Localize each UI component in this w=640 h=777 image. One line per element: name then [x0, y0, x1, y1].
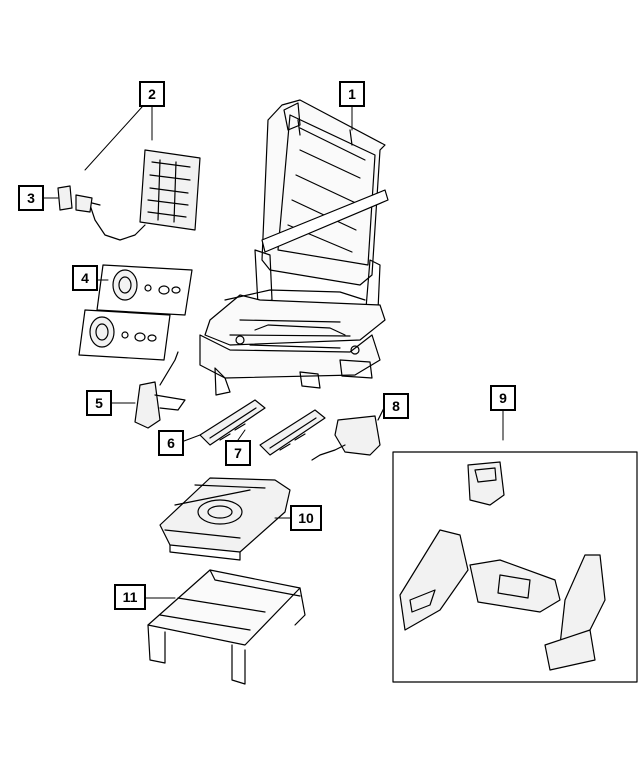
callout-8: 8 [383, 393, 409, 419]
heater-mat-part [89, 149, 201, 241]
callout-3: 3 [18, 185, 44, 211]
callout-2: 2 [139, 81, 165, 107]
lever-cover-part [134, 351, 186, 429]
recliner-knob-part [78, 264, 193, 361]
seat-frame-part [199, 99, 389, 396]
callout-10: 10 [290, 505, 322, 531]
callout-4: 4 [72, 265, 98, 291]
callout-7: 7 [225, 440, 251, 466]
side-shield-part [311, 407, 385, 461]
callout-11: 11 [114, 584, 146, 610]
callout-6: 6 [158, 430, 184, 456]
swivel-plate-part [159, 477, 291, 561]
trim-kit-part [392, 451, 638, 683]
connector-part [57, 185, 101, 213]
base-frame-part [147, 569, 306, 685]
callout-5: 5 [86, 390, 112, 416]
seat-track-part [199, 399, 326, 456]
callout-1: 1 [339, 81, 365, 107]
callout-9: 9 [490, 385, 516, 411]
